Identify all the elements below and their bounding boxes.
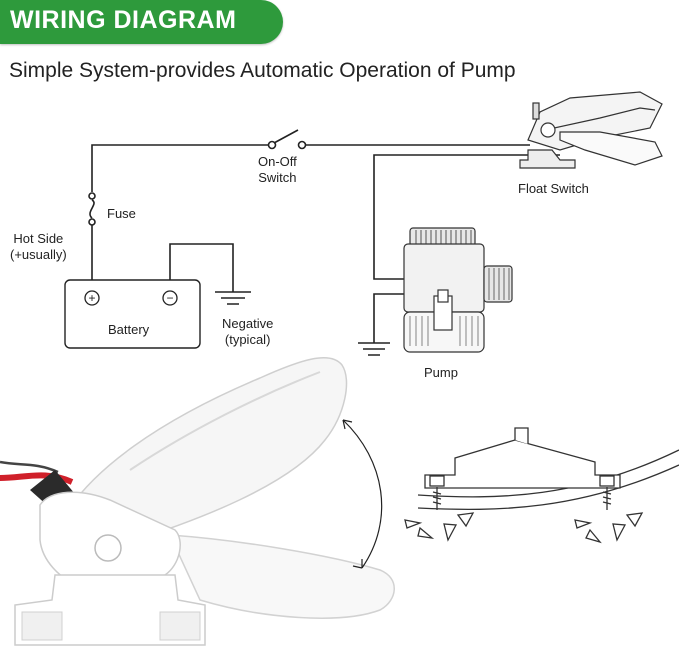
fuse-label: Fuse <box>107 206 136 221</box>
red-lead-wire <box>0 472 74 485</box>
motion-arc <box>342 419 383 569</box>
hot-side-line2: (+usually) <box>10 247 67 262</box>
title-banner: WIRING DIAGRAM <box>0 0 283 44</box>
ground-symbol-pump <box>358 342 390 356</box>
negative-symbol: − <box>166 291 173 305</box>
switch-label: On-Off Switch <box>258 154 297 186</box>
battery-positive-terminal <box>84 290 100 306</box>
switch-lever <box>273 129 299 144</box>
mounting-sketch <box>404 427 679 544</box>
wires <box>88 129 560 356</box>
fuse-contact-bottom <box>88 218 96 226</box>
battery-negative-terminal <box>162 290 178 306</box>
negative-label: Negative (typical) <box>222 316 273 348</box>
banner-title: WIRING DIAGRAM <box>10 6 237 34</box>
switch-label-line2: Switch <box>258 170 297 185</box>
black-lead-wire <box>0 460 59 474</box>
fuse-contact-top <box>88 192 96 200</box>
pump-illustration <box>403 227 513 353</box>
switch-contact-left <box>267 140 277 150</box>
float-switch-illustration <box>519 91 663 169</box>
wire-negative <box>169 243 234 292</box>
pump-label: Pump <box>424 365 458 380</box>
switch-label-line1: On-Off <box>258 154 297 169</box>
battery-label: Battery <box>108 322 150 337</box>
float-switch-label: Float Switch <box>518 181 589 196</box>
negative-line1: Negative <box>222 316 274 331</box>
ground-symbol-battery <box>215 291 251 305</box>
hot-side-line1: Hot Side <box>13 231 64 246</box>
wire-pump-ground <box>373 293 408 343</box>
wire-top-left <box>91 144 268 192</box>
diagram-subtitle: Simple System-provides Automatic Operati… <box>9 59 516 82</box>
switch-contact-right <box>297 140 307 150</box>
float-switch-large-illustration <box>0 357 395 646</box>
positive-symbol: + <box>88 291 95 305</box>
wire-float-to-pump <box>373 154 560 280</box>
negative-line2: (typical) <box>224 332 271 347</box>
fuse-element <box>89 199 95 219</box>
hot-side-label: Hot Side (+usually) <box>10 231 67 263</box>
